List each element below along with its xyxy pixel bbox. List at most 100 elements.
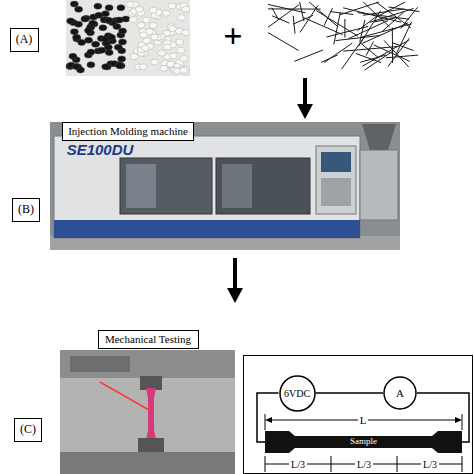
machine-photo (50, 122, 400, 250)
white-pellet (141, 45, 149, 51)
white-pellet (129, 17, 137, 23)
white-pellet (142, 17, 150, 23)
black-pellet (78, 39, 86, 45)
fiber (374, 45, 410, 62)
fiber (370, 9, 414, 23)
white-pellet (149, 22, 157, 28)
arrow-head (297, 104, 313, 119)
black-pellet (102, 64, 110, 70)
black-pellet (92, 41, 100, 47)
white-pellet (163, 44, 171, 50)
white-pellet (180, 67, 188, 73)
fiber (362, 23, 408, 44)
black-pellet (101, 11, 109, 17)
fiber (358, 14, 379, 30)
fiber (362, 40, 409, 66)
crosshead-block (70, 356, 130, 372)
dimension-label: L/3 (289, 459, 307, 470)
injection-unit (360, 150, 398, 220)
ammeter: A (383, 376, 417, 410)
dimension-label: L (358, 414, 369, 426)
fiber (365, 51, 394, 70)
fiber (293, 16, 295, 34)
white-pellet (170, 53, 178, 59)
white-pellet (137, 22, 145, 28)
machine-base (60, 452, 235, 474)
dogbone-shape (265, 431, 462, 453)
white-pellet (177, 47, 185, 53)
node-text: Sample (350, 437, 377, 447)
white-pellet (151, 59, 159, 65)
black-pellet (94, 3, 102, 9)
white-pellet (182, 30, 190, 36)
photo-caption-box: Mechanical Testing (98, 330, 199, 349)
panel-tag: (C) (14, 418, 42, 442)
circle-shape (280, 376, 315, 411)
black-pellet (108, 34, 116, 40)
white-pellet (130, 54, 138, 60)
hopper (362, 124, 396, 150)
panel-tag: (A) (10, 28, 39, 52)
black-pellet (115, 17, 123, 23)
pellet-group (66, 1, 190, 75)
black-pellet (70, 1, 78, 7)
white-pellet (149, 7, 157, 13)
voltage-source: 6VDC (279, 375, 316, 412)
arrow-head (227, 288, 243, 303)
white-pellet (177, 15, 185, 21)
black-pellet (69, 53, 77, 59)
black-pellet (85, 28, 93, 34)
black-pellet (70, 29, 78, 35)
black-pellet (67, 18, 75, 24)
black-pellet (105, 5, 113, 11)
black-pellet (73, 34, 81, 40)
white-pellet (151, 34, 159, 40)
black-pellet (98, 47, 106, 53)
black-pellet (72, 64, 80, 70)
dimension-label: L/3 (355, 459, 373, 470)
fiber (349, 21, 389, 39)
fiber (324, 8, 332, 26)
control-keys (321, 178, 351, 206)
lower-grip (138, 438, 164, 454)
black-pellet (117, 5, 125, 11)
white-pellet (136, 6, 144, 12)
black-pellet (105, 50, 113, 56)
white-pellet (182, 6, 190, 12)
black-pellet (81, 16, 89, 22)
machine-model: SE100DU (67, 142, 134, 159)
crosshead (60, 350, 235, 378)
dimension-arrow (455, 417, 462, 423)
fiber (342, 37, 365, 69)
fiber (268, 5, 299, 28)
flow-arrow (233, 258, 237, 290)
machine-window (216, 158, 310, 214)
fiber (344, 19, 345, 38)
fiber (294, 50, 323, 61)
fiber (272, 16, 289, 23)
window-reflection (126, 164, 156, 208)
black-pellet (89, 20, 97, 26)
white-pellet (139, 64, 147, 70)
white-pellet (158, 50, 166, 56)
white-pellet (162, 10, 170, 16)
node-text: A (396, 387, 404, 399)
panel-tag: (B) (12, 198, 40, 222)
node-text: (C) (20, 423, 36, 436)
circuit-wire (316, 392, 384, 394)
white-pellet (146, 29, 154, 35)
node-text: Injection Molding machine (68, 125, 188, 137)
fiber (316, 11, 358, 37)
dimension-tick (462, 414, 463, 430)
test-photo (60, 350, 235, 474)
white-pellet (160, 65, 168, 71)
machine-body (54, 136, 360, 238)
dimension-tick (265, 414, 266, 430)
test-specimen (146, 388, 156, 440)
black-pellet (119, 39, 127, 45)
black-pellet (87, 49, 95, 55)
upper-grip (140, 376, 162, 390)
node-text: 6VDC (284, 388, 310, 399)
fiber (361, 43, 380, 58)
